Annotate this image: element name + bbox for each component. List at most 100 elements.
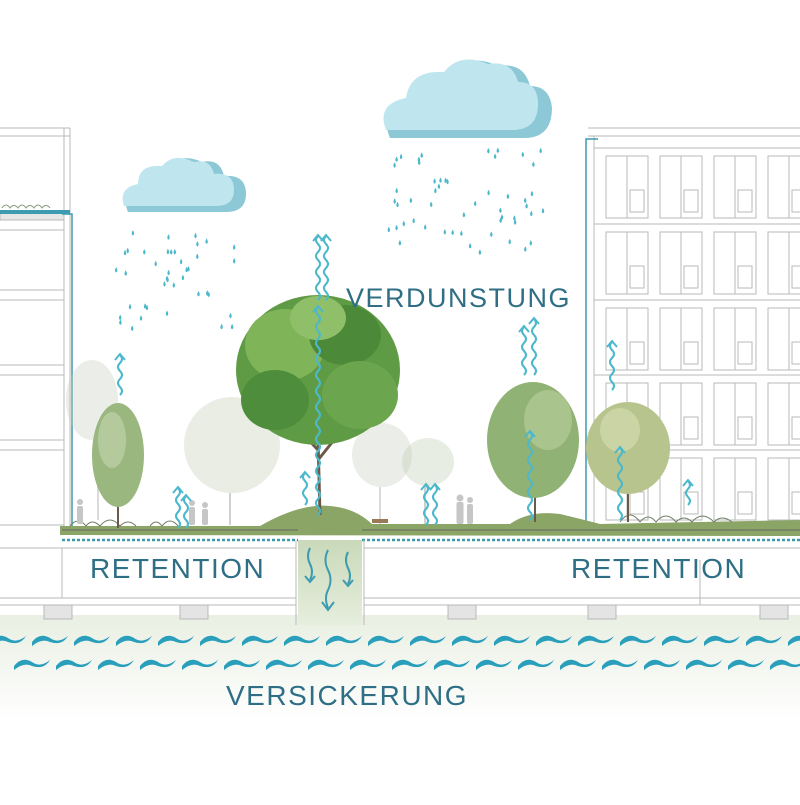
tree-icon	[586, 402, 670, 522]
water-wave-icon	[284, 635, 320, 646]
evaporation-arrow-icon	[682, 478, 694, 506]
rain-drop-icon	[143, 249, 146, 255]
rain-right	[387, 147, 545, 255]
rain-drop-icon	[420, 152, 423, 158]
rain-drop-icon	[429, 201, 433, 208]
rain-drop-icon	[530, 210, 533, 217]
tree-icon	[352, 423, 412, 525]
evaporation-arrow-icon	[312, 233, 324, 301]
rain-drop-icon	[143, 303, 147, 309]
rain-drop-icon	[395, 187, 398, 194]
rain-drop-icon	[230, 323, 234, 330]
rain-drop-icon	[437, 183, 441, 189]
water-wave-icon	[494, 635, 530, 646]
underground-garage	[0, 540, 800, 625]
evaporation-arrow-icon	[606, 339, 618, 391]
rain-drop-icon	[167, 269, 170, 276]
rain-drop-icon	[126, 247, 129, 254]
rain-drop-icon	[529, 240, 533, 246]
rain-drop-icon	[487, 148, 490, 154]
rain-drop-icon	[496, 147, 500, 154]
rain-drop-icon	[499, 207, 502, 213]
water-wave-icon	[476, 659, 512, 670]
rain-drop-icon	[434, 187, 437, 194]
water-wave-icon	[620, 635, 656, 646]
rain-drop-icon	[462, 211, 466, 218]
rain-drop-icon	[124, 270, 127, 276]
evaporation-arrow-icon	[429, 482, 441, 526]
water-wave-icon	[98, 659, 134, 670]
rain-drop-icon	[139, 315, 143, 321]
rain-drop-icon	[468, 243, 472, 249]
water-wave-icon	[350, 659, 386, 670]
rain-drop-icon	[167, 234, 170, 240]
rain-drop-icon	[423, 224, 427, 230]
rain-left	[114, 230, 236, 331]
evaporation-arrow-icon	[320, 233, 332, 301]
bench	[372, 519, 388, 523]
groundwater-waves	[0, 635, 800, 670]
rain-drop-icon	[513, 215, 516, 221]
evaporation-arrow-icon	[172, 485, 184, 529]
rain-drop-icon	[530, 190, 534, 197]
rain-drop-icon	[473, 200, 477, 207]
rain-drop-icon	[165, 310, 169, 316]
water-wave-icon	[326, 635, 362, 646]
evaporation-arrow-icon	[312, 304, 324, 516]
cloud-icon	[122, 157, 246, 212]
rain-drop-icon	[114, 267, 118, 273]
water-wave-icon	[56, 659, 92, 670]
water-wave-icon	[182, 659, 218, 670]
retention-slab	[62, 529, 800, 542]
rain-drop-icon	[444, 177, 447, 183]
rain-drop-icon	[417, 159, 421, 165]
rain-drop-icon	[196, 253, 199, 260]
seepage-arrows	[304, 547, 354, 612]
rain-drop-icon	[165, 275, 169, 282]
rain-drop-icon	[409, 197, 413, 203]
water-wave-icon	[686, 659, 722, 670]
rain-drop-icon	[131, 230, 135, 236]
retention-left-label: RETENTION	[90, 553, 266, 584]
left-green-roof	[0, 204, 73, 530]
water-wave-icon	[602, 659, 638, 670]
rain-drop-icon	[395, 224, 398, 231]
water-wave-icon	[200, 635, 236, 646]
rain-drop-icon	[499, 217, 502, 223]
rain-drop-icon	[185, 266, 188, 273]
tree-icon	[92, 403, 144, 528]
planting-mound	[60, 505, 800, 536]
water-wave-icon	[32, 635, 68, 646]
rain-drop-icon	[402, 220, 406, 227]
rain-drop-icon	[232, 258, 236, 264]
evaporation-arrow-icon	[420, 482, 432, 526]
rain-drop-icon	[395, 156, 398, 162]
soil-layer	[0, 615, 800, 720]
evaporation-arrow-icon	[528, 316, 540, 376]
water-wave-icon	[452, 635, 488, 646]
water-wave-icon	[266, 659, 302, 670]
rain-drop-icon	[393, 162, 396, 168]
rain-drop-icon	[541, 207, 545, 214]
rain-drop-icon	[123, 249, 127, 256]
water-wave-icon	[368, 635, 404, 646]
rain-drop-icon	[412, 217, 415, 224]
window-icon	[767, 382, 800, 446]
rain-drop-icon	[187, 266, 190, 272]
evaporation-arrow-icon	[180, 493, 192, 529]
rain-drop-icon	[197, 291, 200, 297]
tree-icon	[402, 438, 454, 525]
person-silhouette-icon	[202, 502, 208, 525]
water-wave-icon	[644, 659, 680, 670]
rain-drop-icon	[181, 274, 185, 281]
water-wave-icon	[662, 635, 698, 646]
window-icon	[767, 307, 800, 371]
window-icon	[767, 231, 800, 295]
rain-drop-icon	[179, 258, 183, 265]
rain-drop-icon	[205, 290, 209, 296]
rain-drop-icon	[490, 231, 493, 237]
water-wave-icon	[728, 659, 764, 670]
rain-drop-icon	[194, 232, 197, 239]
rain-drop-icon	[220, 323, 223, 330]
